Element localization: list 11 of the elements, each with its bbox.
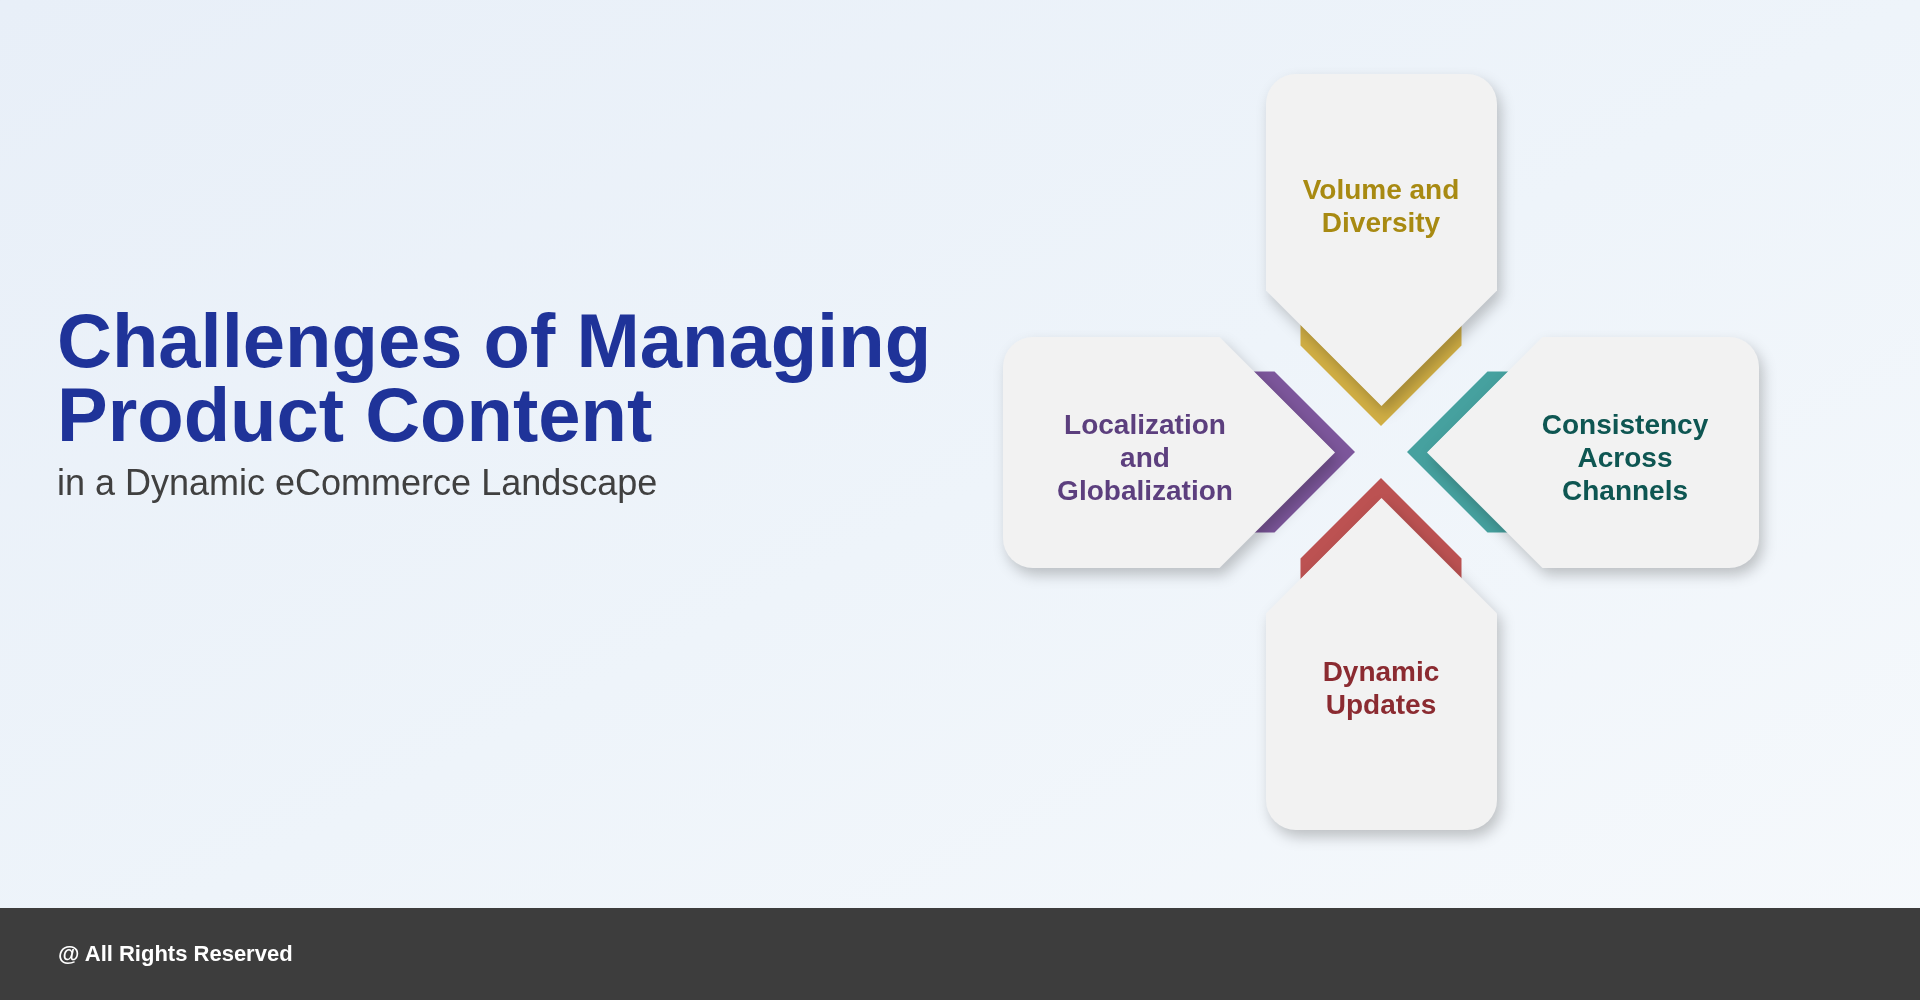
subtitle-text: in a Dynamic eCommerce Landscape	[57, 463, 658, 503]
pointed-card	[1265, 498, 1497, 830]
copyright-text: @ All Rights Reserved	[58, 941, 293, 967]
card-label: Dynamic Updates	[1321, 655, 1441, 721]
pointed-card	[1427, 336, 1759, 568]
main-title: Challenges of Managing Product Content	[57, 304, 933, 452]
card-label: Volume and Diversity	[1301, 173, 1461, 239]
pointed-card	[1003, 336, 1335, 568]
pointed-card	[1265, 74, 1497, 406]
card-label: Localization and Globalization	[1056, 407, 1234, 507]
card-label: Consistency Across Channels	[1540, 407, 1710, 507]
